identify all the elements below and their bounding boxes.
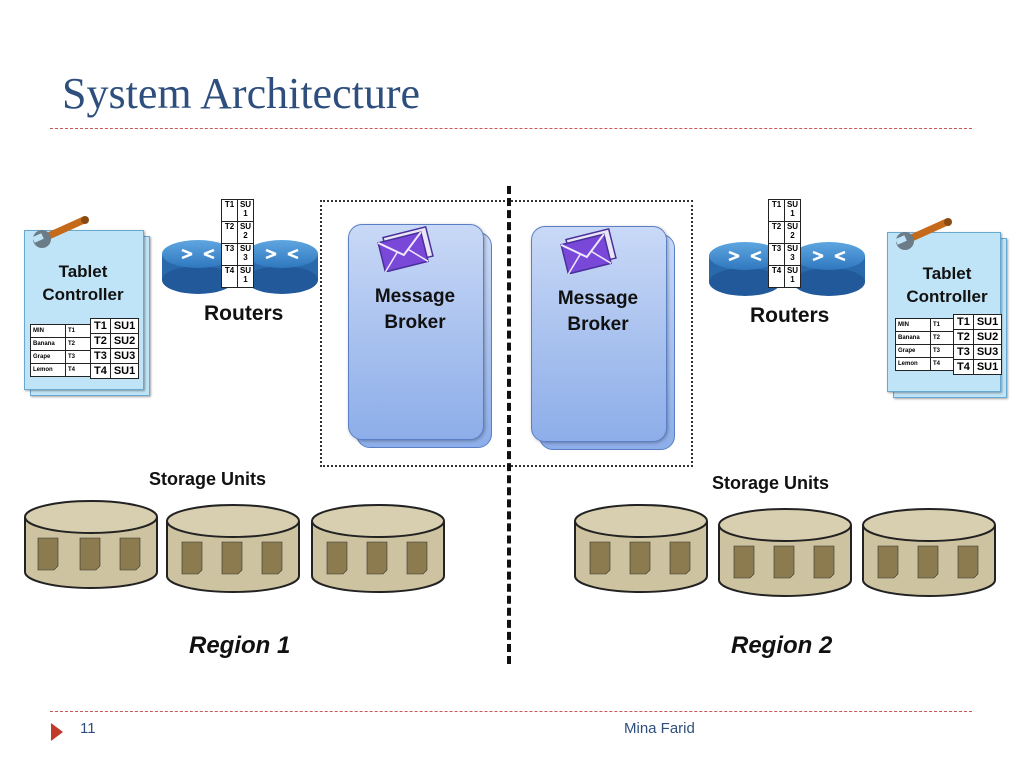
table-cell: SU 1	[784, 265, 801, 288]
table-cell: T1	[221, 199, 238, 222]
table-cell: T4	[768, 265, 785, 288]
table-cell: Lemon	[30, 363, 66, 377]
footer-divider	[50, 711, 972, 712]
table-cell: T2	[221, 221, 238, 244]
storage-cylinder-icon	[24, 500, 158, 589]
table-cell: T4	[65, 363, 93, 377]
table-cell: T2	[65, 337, 93, 351]
tablet-controller-title-line1: Tablet	[922, 264, 972, 283]
table-cell: T2	[768, 221, 785, 244]
table-cell: SU 1	[237, 199, 254, 222]
broker-title-line2: Broker	[384, 312, 446, 333]
message-broker-region-2: Message Broker	[531, 226, 677, 450]
storage-cylinder-icon	[166, 504, 300, 593]
broker-title-line1: Message	[374, 286, 456, 307]
table-cell: T3	[768, 243, 785, 266]
tablet-controller-title-line1: Tablet	[58, 262, 108, 281]
table-cell: SU1	[109, 318, 140, 334]
author-name: Mina Farid	[624, 720, 695, 737]
page-number: 11	[80, 720, 96, 737]
region-2-label: Region 2	[731, 632, 833, 659]
storage-cylinder-icon	[718, 508, 852, 597]
table-cell: SU 1	[784, 199, 801, 222]
table-cell: T3	[90, 348, 111, 364]
table-cell: T1	[65, 324, 93, 338]
table-cell: Banana	[895, 331, 931, 345]
wrench-icon	[895, 218, 952, 250]
broker-group-box	[320, 200, 693, 467]
envelope-icon	[377, 225, 434, 272]
slide-title: System Architecture	[62, 69, 421, 118]
table-cell: T1	[768, 199, 785, 222]
table-cell: T4	[221, 265, 238, 288]
table-cell: T2	[90, 333, 111, 349]
table-cell: SU1	[972, 314, 1003, 330]
table-cell: T1	[953, 314, 974, 330]
table-cell: T3	[221, 243, 238, 266]
table-cell: T1	[90, 318, 111, 334]
table-cell: SU1	[109, 363, 140, 379]
storage-units-label: Storage Units	[149, 469, 267, 489]
table-cell: SU3	[972, 344, 1003, 360]
routers-label: Routers	[750, 304, 830, 327]
routers-label: Routers	[204, 302, 284, 325]
table-cell: SU2	[972, 329, 1003, 345]
router-icon	[162, 240, 318, 294]
envelope-icon	[560, 227, 617, 274]
broker-title-line2: Broker	[567, 314, 629, 335]
title-divider	[50, 128, 972, 129]
table-cell: Grape	[895, 344, 931, 358]
table-cell: SU3	[109, 348, 140, 364]
storage-cylinder-icon	[862, 508, 996, 597]
table-cell: SU 2	[784, 221, 801, 244]
table-cell: SU2	[109, 333, 140, 349]
region-1-label: Region 1	[189, 632, 291, 659]
table-cell: T4	[90, 363, 111, 379]
tablet-controller-title-line2: Controller	[42, 285, 124, 304]
table-cell: MIN	[895, 318, 931, 332]
table-cell: T2	[953, 329, 974, 345]
table-cell: SU 3	[237, 243, 254, 266]
table-cell: Lemon	[895, 357, 931, 371]
tablet-controller-title-line2: Controller	[906, 287, 988, 306]
table-cell: SU 1	[237, 265, 254, 288]
table-cell: SU1	[972, 359, 1003, 375]
storage-cylinder-icon	[574, 504, 708, 593]
table-cell: T3	[953, 344, 974, 360]
message-broker-region-1: Message Broker	[348, 224, 494, 448]
table-cell: MIN	[30, 324, 66, 338]
table-cell: SU 3	[784, 243, 801, 266]
region-divider	[507, 186, 511, 664]
broker-title-line1: Message	[557, 288, 639, 309]
table-cell: T3	[65, 350, 93, 364]
bullet-triangle-icon	[51, 723, 63, 741]
table-cell: Banana	[30, 337, 66, 351]
storage-units-label: Storage Units	[712, 473, 830, 493]
storage-cylinder-icon	[311, 504, 445, 593]
table-cell: Grape	[30, 350, 66, 364]
table-cell: SU 2	[237, 221, 254, 244]
table-cell: T4	[953, 359, 974, 375]
wrench-icon	[32, 216, 89, 248]
